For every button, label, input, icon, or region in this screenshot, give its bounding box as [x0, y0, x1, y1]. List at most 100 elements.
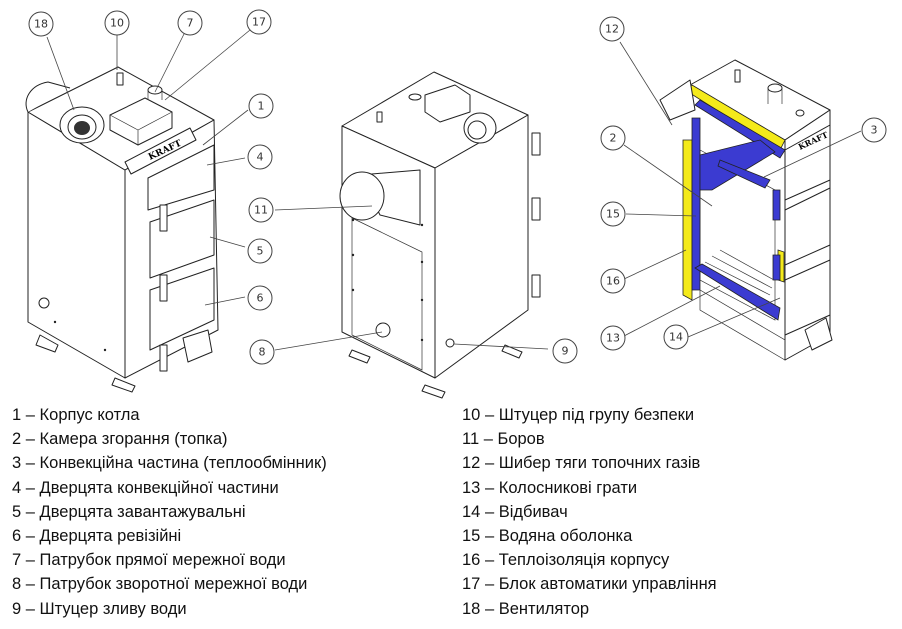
svg-text:15: 15 [606, 208, 620, 221]
rear-control-unit [424, 84, 471, 123]
callout-18: 18 [28, 11, 54, 37]
flue-damper [25, 81, 71, 113]
side-fitting [38, 297, 50, 309]
legend-item: 17 – Блок автоматики управління [462, 575, 717, 594]
drain-fitting [445, 338, 455, 348]
section-door [784, 187, 831, 266]
legend-item: 18 – Вентилятор [462, 599, 590, 618]
foot [501, 344, 523, 359]
callout-11: 11 [248, 197, 274, 223]
legend-item: 10 – Штуцер під групу безпеки [462, 406, 695, 424]
ash-flap [182, 329, 213, 363]
legend-item: 11 – Боров [462, 430, 545, 449]
kraft-nameplate [124, 127, 197, 175]
insulation [682, 139, 693, 301]
legend-item: 2 – Камера згорання (топка) [12, 430, 228, 449]
svg-text:10: 10 [110, 17, 124, 30]
legend-item: 1 – Корпус котла [12, 406, 140, 424]
svg-text:12: 12 [605, 23, 619, 36]
water-jacket-right [772, 189, 781, 221]
return-pipe [375, 322, 391, 338]
legend-item: 5 – Дверцята завантажувальні [12, 502, 246, 521]
legend-item: 12 – Шибер тяги топочних газів [462, 454, 701, 473]
section-ash-flap [804, 317, 833, 351]
boiler-diagram: KRAFT [25, 9, 887, 399]
callout-8: 8 [249, 339, 275, 365]
convection-door [147, 144, 215, 211]
foot [35, 334, 59, 353]
callout-6: 6 [247, 285, 273, 311]
callout-15: 15 [600, 201, 626, 227]
water-jacket-right-2 [772, 254, 781, 281]
door-handle [159, 344, 168, 372]
svg-text:3: 3 [871, 124, 878, 137]
foot [421, 384, 446, 399]
callout-5: 5 [247, 238, 273, 264]
callout-4: 4 [247, 144, 273, 170]
callout-3: 3 [861, 117, 887, 143]
callout-12: 12 [599, 16, 625, 42]
water-jacket-baffle-2 [717, 159, 771, 189]
callout-16: 16 [600, 268, 626, 294]
rear-isometric-view [339, 71, 541, 399]
front-isometric-view: KRAFT [25, 66, 219, 393]
section-door [784, 259, 831, 336]
legend-item: 13 – Колосникові грати [462, 478, 638, 497]
svg-text:13: 13 [606, 332, 620, 345]
svg-text:17: 17 [252, 16, 266, 29]
grate-bar [704, 261, 771, 296]
grate-bar [711, 255, 773, 289]
legend-right: 10 – Штуцер під групу безпеки 11 – Боров… [462, 403, 717, 621]
flue-outlet [339, 171, 385, 221]
legend-item: 14 – Відбивач [462, 502, 568, 521]
door-handle [159, 274, 168, 302]
rear-side-panel [434, 114, 529, 379]
svg-text:18: 18 [34, 18, 48, 31]
svg-text:11: 11 [254, 204, 268, 217]
legend-left: 1 – Корпус котла 2 – Камера згорання (то… [12, 403, 327, 621]
hinge [531, 132, 541, 156]
callout-1: 1 [248, 93, 274, 119]
door-handle [159, 204, 168, 232]
callout-14: 14 [663, 324, 689, 350]
svg-text:5: 5 [257, 245, 264, 258]
foot [348, 349, 371, 364]
svg-text:7: 7 [187, 17, 194, 30]
callout-9: 9 [552, 338, 578, 364]
svg-text:1: 1 [258, 100, 265, 113]
legend-item: 16 – Теплоізоляція корпусу [462, 551, 670, 570]
svg-text:6: 6 [257, 292, 264, 305]
legend-item: 8 – Патрубок зворотної мережної води [12, 575, 308, 594]
callout-17: 17 [246, 9, 272, 35]
legend-item: 3 – Конвекційна частина (теплообмінник) [12, 454, 327, 473]
svg-text:16: 16 [606, 275, 620, 288]
svg-text:9: 9 [562, 345, 569, 358]
hinge [531, 197, 541, 221]
section-damper [659, 79, 696, 121]
foot [111, 377, 136, 393]
hinge [531, 274, 541, 298]
legend-item: 6 – Дверцята ревізійні [12, 527, 182, 546]
section-view: KRAFT [659, 59, 833, 361]
legend-item: 9 – Штуцер зливу води [12, 599, 187, 618]
supply-pipe [147, 85, 163, 95]
callout-7: 7 [177, 10, 203, 36]
safety-fitting [116, 72, 124, 86]
legend-item: 4 – Дверцята конвекційної частини [12, 478, 279, 497]
water-jacket-left [691, 117, 701, 291]
svg-text:14: 14 [669, 331, 683, 344]
legend-item: 7 – Патрубок прямої мережної води [12, 551, 286, 570]
svg-text:8: 8 [259, 346, 266, 359]
legend-item: 15 – Водяна оболонка [462, 527, 633, 546]
callout-13: 13 [600, 325, 626, 351]
section-door [784, 124, 831, 201]
svg-text:4: 4 [257, 151, 264, 164]
leader-lines [46, 29, 862, 351]
callout-10: 10 [104, 10, 130, 36]
control-unit [109, 97, 173, 146]
callout-2: 2 [600, 125, 626, 151]
grate-bar [719, 249, 775, 281]
svg-text:2: 2 [610, 132, 617, 145]
water-jacket-bottom [694, 263, 781, 321]
section-supply-pipe [767, 83, 783, 93]
